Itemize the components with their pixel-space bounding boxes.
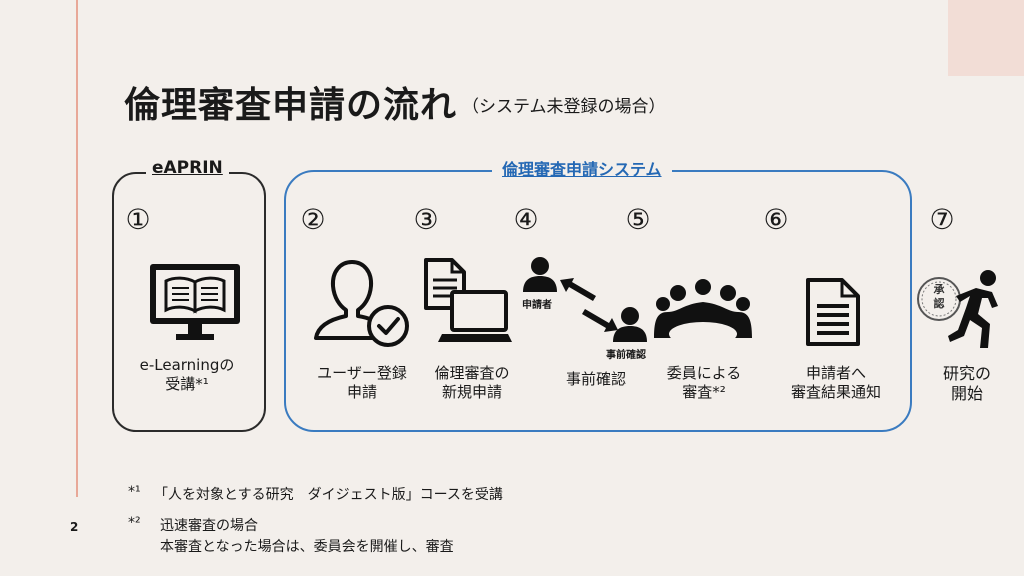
step-number-6: ⑥ bbox=[763, 203, 789, 236]
step-number-7: ⑦ bbox=[929, 203, 955, 236]
elearning-monitor-book-icon bbox=[150, 264, 240, 340]
footnote-text-3: 本審査となった場合は、委員会を開催し、審査 bbox=[160, 539, 454, 555]
document-icon bbox=[806, 278, 860, 346]
step-number-4: ④ bbox=[513, 203, 539, 236]
applicant-label: 申請者 bbox=[522, 300, 552, 311]
corner-accent-block bbox=[948, 0, 1024, 76]
step-label-3: 倫理審査の 新規申請 bbox=[434, 364, 510, 401]
step-number-1: ① bbox=[125, 203, 151, 236]
precheck-label: 事前確認 bbox=[606, 350, 646, 361]
step-label-6: 申請者へ 審査結果通知 bbox=[790, 364, 881, 401]
step-label-2: ユーザー登録 申請 bbox=[317, 364, 407, 401]
step-label-5: 委員による 審査*² bbox=[666, 364, 742, 401]
running-person-icon bbox=[948, 270, 998, 348]
page-title: 倫理審査申請の流れ bbox=[124, 85, 458, 126]
footnote-mark-2: *² bbox=[128, 515, 141, 531]
approval-stamp-text: 承 認 bbox=[933, 283, 945, 310]
system-group-label: 倫理審査申請システム bbox=[492, 156, 672, 180]
eaprin-group-label: eAPRIN bbox=[146, 158, 229, 178]
step-number-3: ③ bbox=[413, 203, 439, 236]
step-label-4: 事前確認 bbox=[565, 370, 626, 388]
precheck-staff-person-icon bbox=[613, 307, 647, 342]
step-label-1: e-Learningの 受講*¹ bbox=[139, 356, 235, 393]
user-check-icon bbox=[314, 260, 409, 347]
accent-vertical-line bbox=[76, 0, 78, 497]
footnote-text-1: 「人を対象とする研究 ダイジェスト版」コースを受講 bbox=[154, 487, 503, 503]
document-laptop-icon bbox=[424, 258, 512, 342]
page-subtitle: （システム未登録の場合） bbox=[462, 97, 666, 117]
approval-stamp-icon bbox=[917, 277, 961, 321]
footnote-text-2: 迅速審査の場合 bbox=[160, 518, 258, 534]
page-number: 2 bbox=[70, 520, 79, 534]
exchange-arrows-icon bbox=[560, 278, 618, 332]
footnote-mark-1: *¹ bbox=[128, 484, 141, 500]
step-number-5: ⑤ bbox=[625, 203, 651, 236]
committee-meeting-icon bbox=[654, 279, 752, 346]
step-label-7: 研究の 開始 bbox=[942, 364, 991, 403]
step-number-2: ② bbox=[300, 203, 326, 236]
applicant-person-icon bbox=[523, 257, 557, 292]
